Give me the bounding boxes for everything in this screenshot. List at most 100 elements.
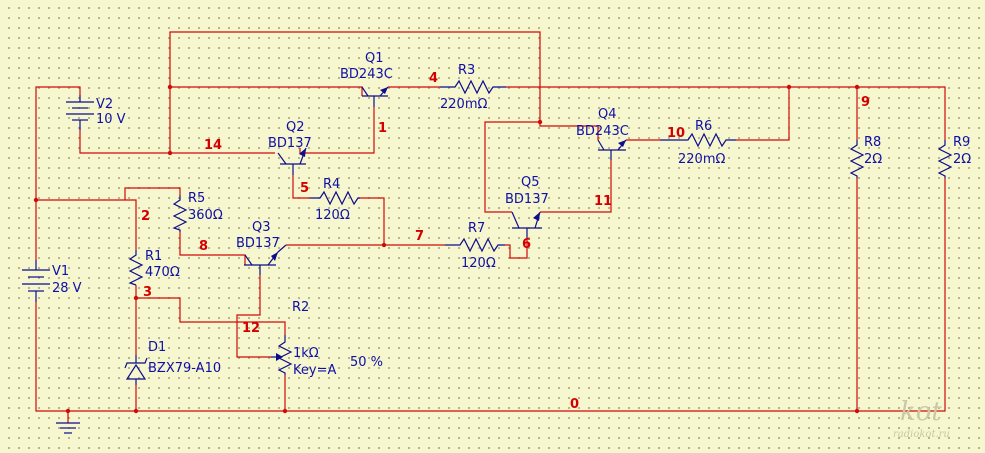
r2-value-label: 1kΩ	[293, 346, 319, 361]
r6-ref-label: R6	[695, 119, 712, 134]
net-label-0: 0	[570, 397, 579, 412]
r1-value-label: 470Ω	[145, 265, 180, 280]
transistor-q1-symbol	[361, 86, 389, 107]
net-label-14: 14	[204, 138, 222, 153]
wires	[35, 31, 946, 423]
wire-net-5	[292, 175, 310, 199]
wire-r6-rail	[736, 87, 790, 141]
resistor-r8-symbol	[849, 140, 865, 178]
r9-value-label: 2Ω	[953, 152, 971, 167]
r7-ref-label: R7	[468, 221, 485, 236]
r3-ref-label: R3	[458, 63, 475, 78]
wire-net-2	[36, 199, 137, 250]
resistor-r6-symbol	[660, 132, 736, 148]
q5-ref-label: Q5	[521, 175, 540, 190]
transistor-q3-symbol	[244, 244, 287, 275]
watermark-site: radiokot.ru	[893, 429, 950, 440]
transistor-q2-symbol	[277, 147, 307, 175]
v1-ref-label: V1	[52, 264, 69, 279]
junction	[65, 408, 71, 414]
resistor-r5-symbol	[172, 195, 188, 232]
q2-ref-label: Q2	[286, 120, 305, 135]
junctions	[33, 84, 860, 414]
q4-model-label: BD243C	[576, 124, 629, 139]
v2-ref-label: V2	[96, 97, 113, 112]
q3-ref-label: Q3	[252, 220, 271, 235]
wire-v2-top	[35, 86, 81, 200]
junction	[33, 197, 39, 203]
q2-model-label: BD137	[268, 136, 312, 151]
zener-d1-symbol	[124, 355, 148, 385]
q1-ref-label: Q1	[365, 51, 384, 66]
resistor-r3-symbol	[440, 79, 506, 95]
v1-value-label: 28 V	[52, 281, 82, 296]
d1-ref-label: D1	[148, 340, 166, 355]
r4-ref-label: R4	[323, 177, 340, 192]
r1-ref-label: R1	[145, 249, 162, 264]
wire-top-loop	[169, 31, 599, 153]
wire-net-9	[506, 86, 946, 140]
r8-value-label: 2Ω	[864, 152, 882, 167]
q3-model-label: BD137	[236, 236, 280, 251]
r5-ref-label: R5	[188, 191, 205, 206]
junction	[381, 242, 387, 248]
q5-model-label: BD137	[505, 192, 549, 207]
net-label-3: 3	[143, 285, 152, 300]
junction	[854, 84, 860, 90]
wire-net-3	[135, 285, 286, 335]
battery-v1-symbol	[22, 260, 50, 302]
net-label-7: 7	[415, 229, 424, 244]
transistor-q5-symbol	[511, 211, 542, 238]
wire-net-0	[35, 178, 946, 412]
r3-value-label: 220mΩ	[440, 97, 487, 112]
junction	[133, 295, 139, 301]
resistor-r1-symbol	[128, 250, 144, 286]
junction	[854, 408, 860, 414]
r5-value-label: 360Ω	[188, 208, 223, 223]
resistor-r7-symbol	[445, 237, 505, 253]
v2-value-label: 10 V	[96, 112, 126, 127]
battery-v2-symbol	[66, 95, 94, 130]
r2-setting-label: 50 %	[350, 355, 383, 370]
net-label-11: 11	[594, 194, 612, 209]
junction	[133, 408, 139, 414]
q1-model-label: BD243C	[340, 67, 393, 82]
potentiometer-r2-symbol	[271, 335, 293, 375]
resistor-r9-symbol	[937, 140, 953, 178]
net-label-8: 8	[199, 239, 208, 254]
wire-q1-collector-rail	[170, 86, 363, 96]
wire-net-6	[505, 238, 528, 259]
wire-net-12	[236, 275, 271, 358]
wire-net-14	[79, 130, 275, 154]
watermark: kot radiokot.ru	[893, 397, 950, 440]
net-label-12: 12	[242, 321, 260, 336]
resistor-r4-symbol	[310, 190, 360, 206]
net-label-6: 6	[522, 237, 531, 252]
r2-ref-label: R2	[292, 300, 309, 315]
r7-value-label: 120Ω	[461, 256, 496, 271]
wire-r5-top	[124, 187, 181, 200]
r2-key-label: Key=A	[293, 363, 336, 378]
junction	[786, 84, 792, 90]
net-label-4: 4	[429, 71, 438, 86]
junction	[537, 119, 543, 125]
net-label-10: 10	[667, 126, 685, 141]
watermark-logo: kot	[900, 397, 942, 427]
r8-ref-label: R8	[864, 135, 881, 150]
wire-net-1	[299, 107, 375, 154]
transistor-q4-symbol	[597, 139, 627, 160]
junction	[167, 84, 173, 90]
q4-ref-label: Q4	[598, 107, 617, 122]
d1-model-label: BZX79-A10	[148, 361, 221, 376]
wire-r4-right	[360, 197, 385, 245]
wire-net-8	[179, 232, 246, 265]
ground-symbol	[56, 422, 80, 434]
r9-ref-label: R9	[953, 135, 970, 150]
r6-value-label: 220mΩ	[678, 152, 725, 167]
wire-q5-collector	[484, 121, 540, 213]
r4-value-label: 120Ω	[315, 208, 350, 223]
net-label-9: 9	[861, 95, 870, 110]
wire-net-11	[540, 160, 612, 213]
